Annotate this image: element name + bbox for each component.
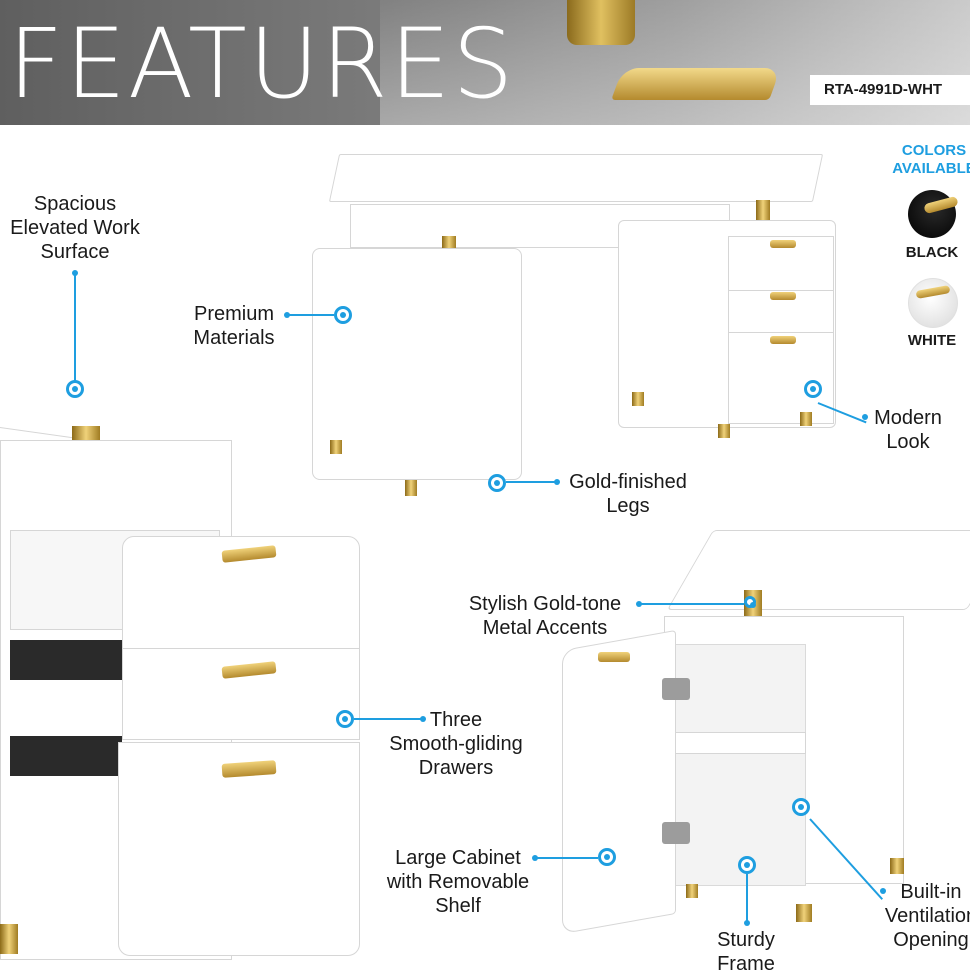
feature-label-work-surface: Spacious Elevated Work Surface xyxy=(10,193,140,263)
feature-label-sturdy-frame: Sturdy Frame xyxy=(717,929,775,975)
gold-foot xyxy=(330,440,342,454)
closeup-drawer-gap xyxy=(10,736,122,776)
callout-dot xyxy=(532,855,538,861)
callout-line xyxy=(506,481,556,483)
feature-label-cabinet: Large Cabinet with Removable Shelf xyxy=(386,847,530,917)
left-pedestal-cabinet xyxy=(312,248,522,480)
gold-foot xyxy=(800,412,812,426)
feature-label-drawers: Three Smooth-gliding Drawers xyxy=(389,709,523,779)
callout-dot xyxy=(72,270,78,276)
page-title: FEATURES xyxy=(8,8,516,120)
feature-label-premium-materials: Premium Materials xyxy=(193,303,275,349)
white-label: WHITE xyxy=(907,332,957,349)
closeup-drawer-front-3 xyxy=(118,742,360,956)
gold-foot xyxy=(796,904,812,922)
callout-marker xyxy=(336,710,354,728)
callout-dot xyxy=(636,601,642,607)
callout-dot xyxy=(420,716,426,722)
cabinet-door xyxy=(562,629,676,935)
top-drawer-3 xyxy=(728,332,834,424)
cabinet-removable-shelf xyxy=(672,732,806,754)
callout-dot xyxy=(284,312,290,318)
gold-foot xyxy=(686,884,698,898)
drawer-handle xyxy=(770,292,796,300)
feature-label-metal-accents: Stylish Gold-tone Metal Accents xyxy=(468,593,622,639)
gold-foot xyxy=(405,480,417,496)
callout-dot xyxy=(744,920,750,926)
callout-line xyxy=(746,874,748,922)
gold-foot xyxy=(0,924,18,954)
door-hinge xyxy=(662,822,690,844)
features-banner: FEATURES RTA-4991D-WHT xyxy=(0,0,970,125)
closeup-drawer-gap xyxy=(10,640,122,680)
door-hinge xyxy=(662,678,690,700)
callout-line xyxy=(288,314,334,316)
callout-line xyxy=(640,603,744,605)
cabinet-desk-surface xyxy=(666,530,970,610)
sku-badge: RTA-4991D-WHT xyxy=(810,75,970,105)
gold-handle-closeup xyxy=(611,68,781,100)
callout-line xyxy=(74,272,76,382)
feature-label-ventilation: Built-in Ventilation Opening xyxy=(884,881,970,951)
gold-leg-closeup xyxy=(567,0,635,45)
callout-line xyxy=(536,857,598,859)
feature-label-modern-look: Modern Look xyxy=(874,407,942,453)
callout-marker xyxy=(792,798,810,816)
callout-marker xyxy=(334,306,352,324)
closeup-drawer-front-2 xyxy=(122,648,360,740)
callout-line xyxy=(354,718,422,720)
closeup-desk-surface xyxy=(0,322,210,458)
callout-marker xyxy=(804,380,822,398)
callout-marker xyxy=(598,848,616,866)
black-label: BLACK xyxy=(905,244,959,261)
gold-foot xyxy=(890,858,904,874)
white-swatch[interactable] xyxy=(908,278,958,328)
callout-dot xyxy=(862,414,868,420)
cabinet-interior xyxy=(672,644,806,886)
feature-label-gold-legs: Gold-finished Legs xyxy=(569,471,687,517)
callout-dot xyxy=(554,479,560,485)
callout-marker xyxy=(744,596,756,608)
callout-marker xyxy=(738,856,756,874)
callout-dot xyxy=(880,888,886,894)
callout-marker xyxy=(66,380,84,398)
door-handle xyxy=(598,652,630,662)
desk-top-surface xyxy=(328,154,824,202)
drawer-handle xyxy=(770,240,796,248)
callout-marker xyxy=(488,474,506,492)
drawer-handle xyxy=(770,336,796,344)
gold-foot xyxy=(718,424,730,438)
gold-foot xyxy=(632,392,644,406)
